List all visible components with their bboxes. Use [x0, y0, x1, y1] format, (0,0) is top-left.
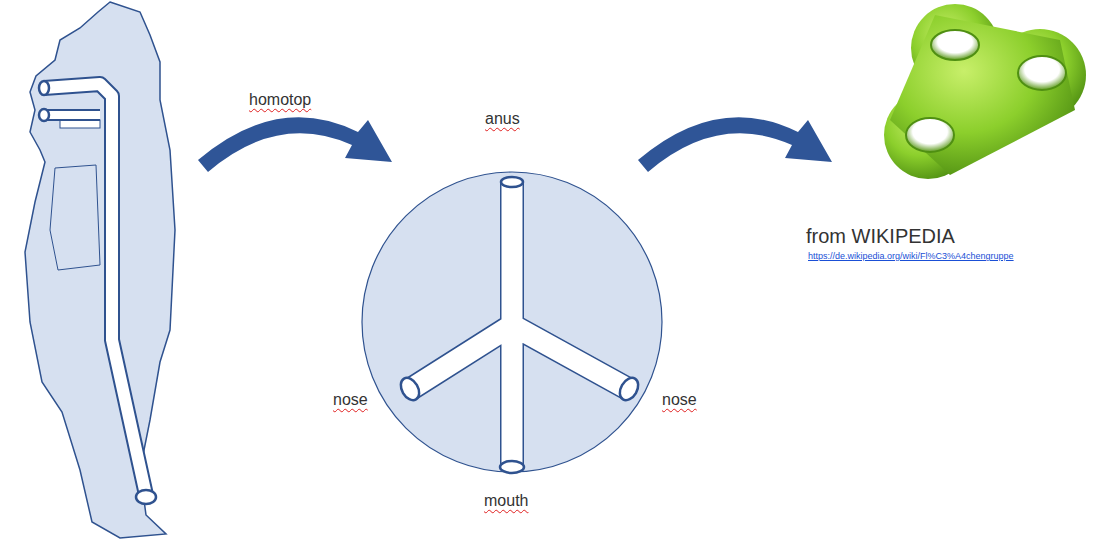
human-figure [25, 2, 175, 538]
disc-model [362, 172, 662, 473]
opening-label: anus [485, 109, 520, 128]
torus-hole [931, 30, 979, 60]
tube-outline [411, 182, 628, 467]
disc [362, 172, 662, 472]
tube [44, 111, 100, 119]
lung-outline [50, 165, 100, 270]
inner-part [60, 120, 100, 128]
tube-outline [44, 109, 100, 121]
opening [500, 461, 524, 473]
torus-hole [1018, 56, 1066, 90]
opening [501, 177, 523, 187]
opening-label: nose [333, 390, 368, 409]
opening [616, 375, 642, 404]
curved-arrow [638, 117, 832, 172]
opening [39, 109, 49, 121]
opening-label: mouth [484, 491, 528, 510]
opening [39, 81, 49, 95]
curved-arrow [198, 117, 392, 172]
tube [44, 84, 146, 495]
body-outline [25, 2, 175, 538]
opening [136, 490, 156, 504]
tube [411, 182, 628, 467]
tube-outline [44, 84, 146, 495]
arrow-label: homotop [247, 90, 313, 109]
opening-label: nose [662, 390, 697, 409]
triple-torus [884, 4, 1086, 179]
torus-hole [906, 118, 954, 152]
source-note: from WIKIPEDIA [806, 224, 955, 248]
opening [397, 375, 423, 404]
source-url: https://de.wikipedia.org/wiki/Fl%C3%A4ch… [808, 251, 1014, 262]
